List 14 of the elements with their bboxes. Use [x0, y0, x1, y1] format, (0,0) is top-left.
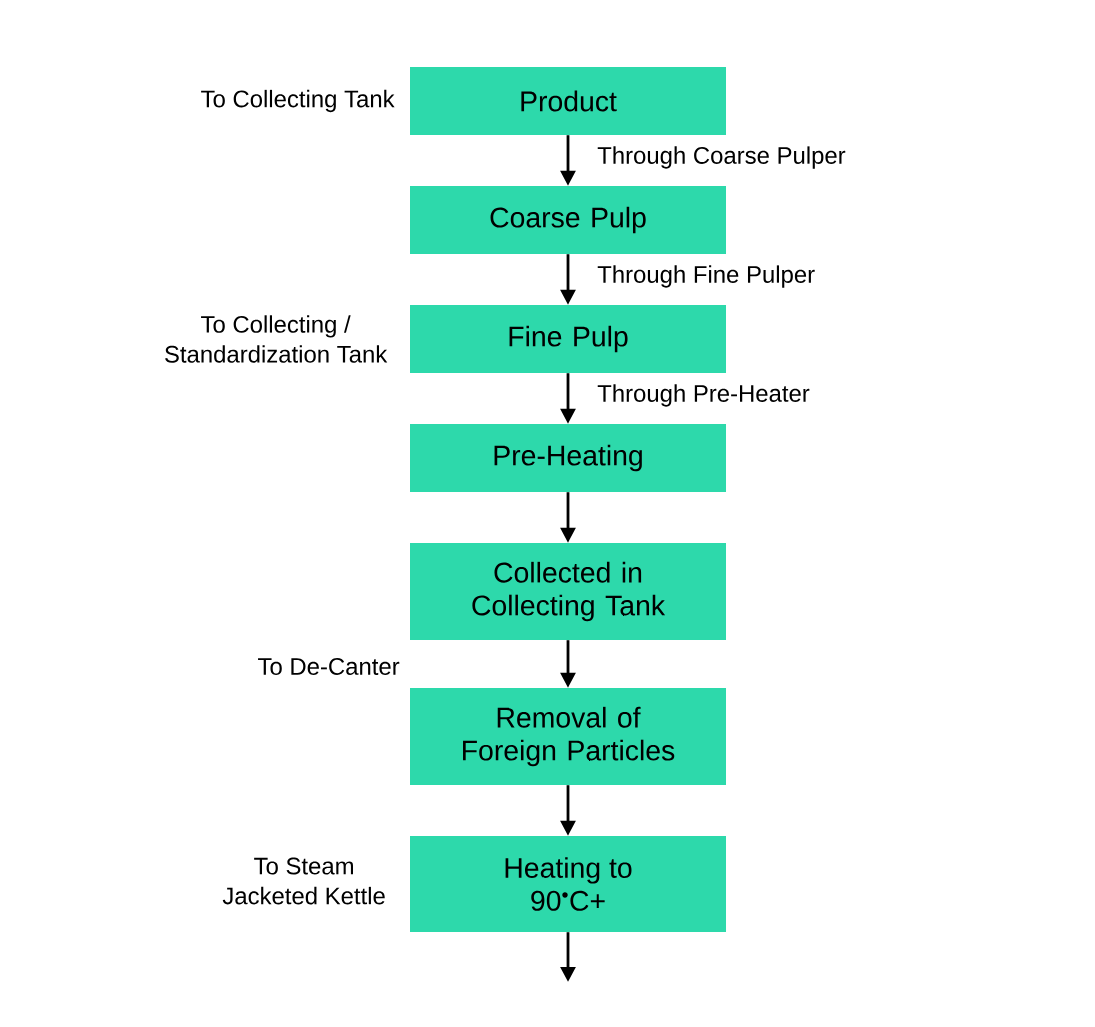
- process-box: Product: [410, 67, 726, 135]
- edge-label: Through Fine Pulper: [596, 264, 817, 289]
- side-note: To Collecting / Standardization Tank: [165, 315, 388, 363]
- process-box: Collected in Collecting Tank: [410, 543, 726, 640]
- edge-label: Through Pre-Heater: [596, 383, 811, 408]
- process-box: Coarse Pulp: [410, 186, 726, 254]
- side-note: To De-Canter: [258, 658, 400, 675]
- process-box: Pre-Heating: [410, 424, 726, 492]
- process-box: Fine Pulp: [410, 305, 726, 373]
- side-note: To Collecting Tank: [201, 89, 395, 113]
- process-box: Removal of Foreign Particles: [410, 688, 726, 785]
- process-box: Heating to 90$^{•}$C+: [410, 836, 726, 932]
- edge-label: Through Coarse Pulper: [596, 145, 847, 170]
- side-note: To Steam Jacketed Kettle: [222, 857, 385, 905]
